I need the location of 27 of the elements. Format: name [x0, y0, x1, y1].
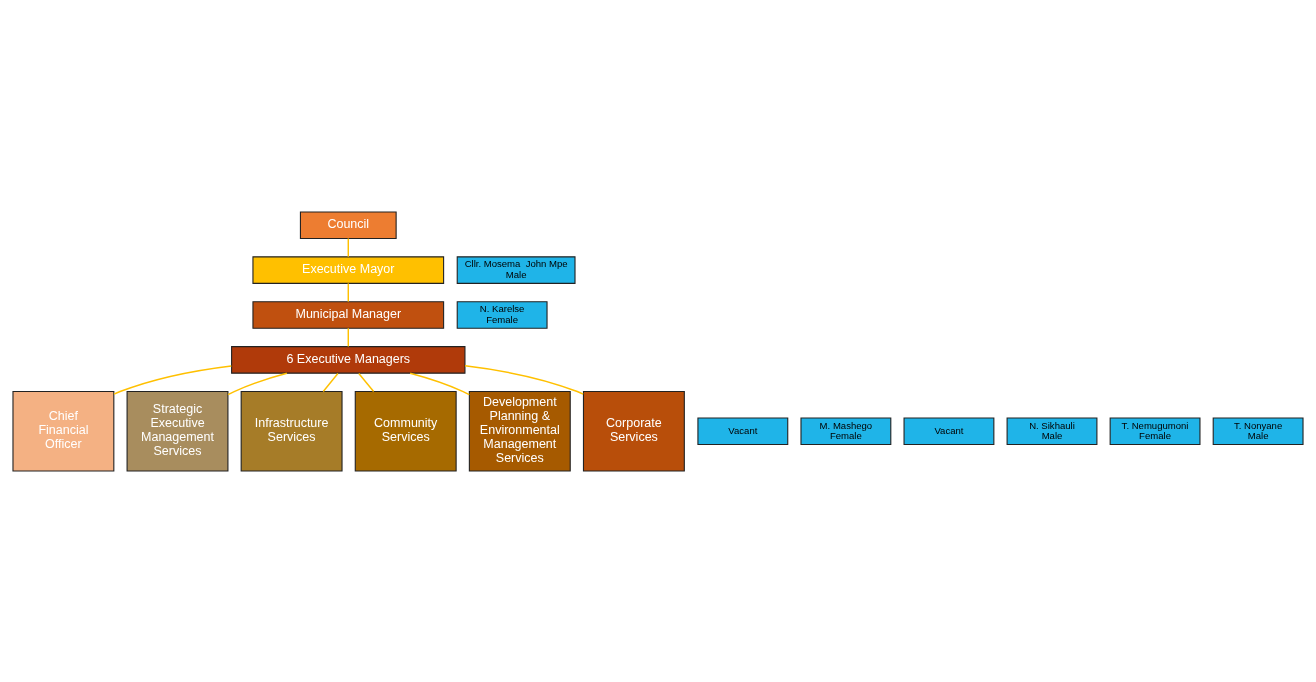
- connector: [347, 282, 349, 302]
- connector: [409, 371, 471, 395]
- node-box: Infrastructure Services: [240, 390, 343, 472]
- node-box: N. Karelse Female: [456, 300, 548, 329]
- node-box: Strategic Executive Management Services: [126, 390, 229, 472]
- connector: [322, 372, 339, 392]
- node-box: Community Services: [354, 390, 457, 472]
- node-box: Council: [299, 210, 397, 239]
- connector: [347, 237, 349, 257]
- node-box: T. Nonyane Male: [1212, 417, 1304, 445]
- connector: [347, 327, 349, 347]
- connector: [464, 364, 584, 395]
- node-box: T. Nemugumoni Female: [1109, 417, 1201, 445]
- node-box: Vacant: [903, 417, 995, 445]
- node-box: Chief Financial Officer: [12, 390, 115, 472]
- node-box: Executive Mayor: [252, 255, 445, 284]
- node-box: 6 Executive Managers: [231, 345, 466, 374]
- connector: [358, 372, 375, 392]
- node-box: Vacant: [697, 417, 789, 445]
- node-box: M. Mashego Female: [800, 417, 892, 445]
- node-box: Development Planning & Environmental Management Services: [468, 390, 571, 472]
- connector: [227, 372, 288, 395]
- node-box: Municipal Manager: [252, 300, 445, 329]
- node-box: Cllr. Mosema John Mpe Male: [456, 255, 576, 284]
- node-box: N. Sikhauli Male: [1006, 417, 1098, 445]
- connector: [113, 364, 233, 395]
- node-box: Corporate Services: [582, 390, 685, 472]
